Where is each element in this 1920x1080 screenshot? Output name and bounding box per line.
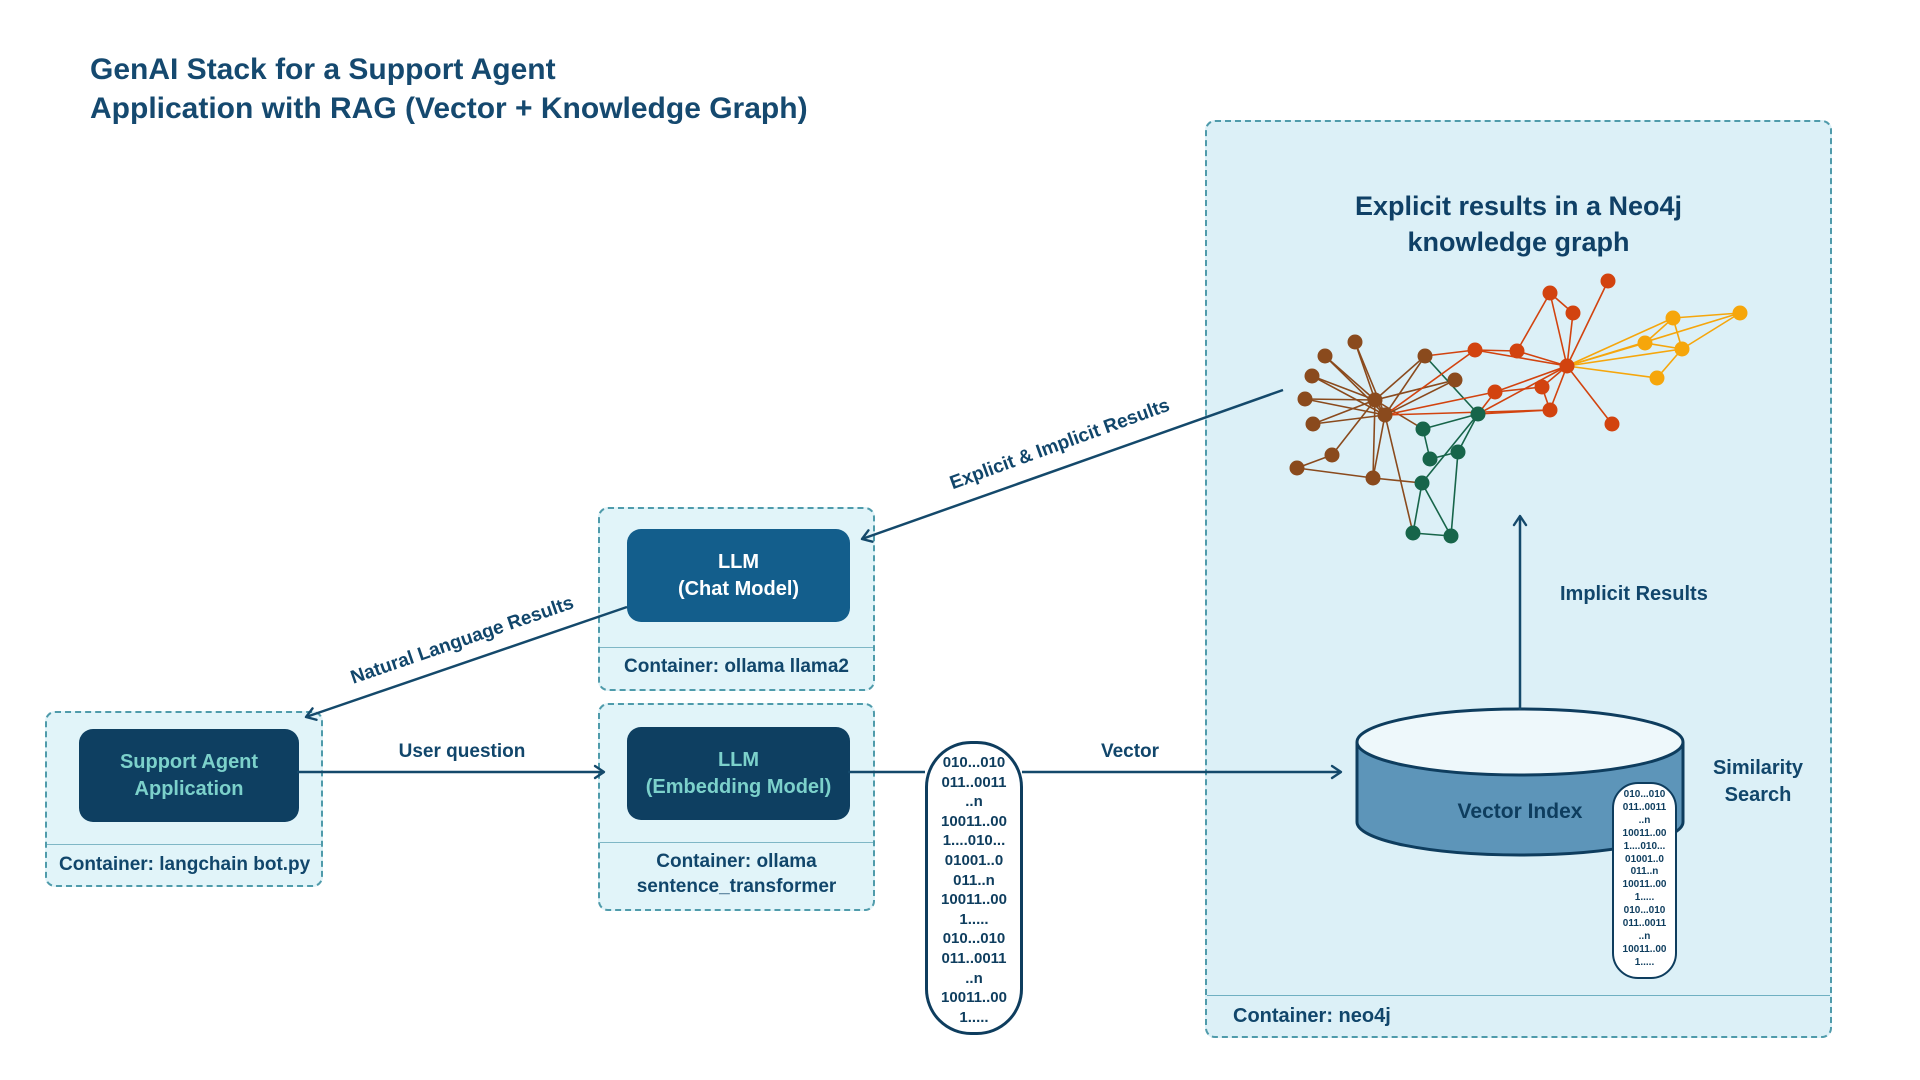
vector-binary-pill-small: 010...010 011..0011 ..n 10011..00 1....0… bbox=[1612, 782, 1677, 979]
container-neo4j-label: Container: neo4j bbox=[1233, 1005, 1391, 1027]
vector-label: Vector bbox=[1100, 741, 1160, 762]
explicit-implicit-results-label: Explicit & Implicit Results bbox=[947, 394, 1173, 495]
container-divider bbox=[47, 844, 321, 845]
user-question-label: User question bbox=[398, 741, 526, 762]
natural-language-results-arrow bbox=[304, 605, 628, 721]
container-divider bbox=[600, 842, 873, 843]
container-divider bbox=[1207, 995, 1830, 996]
container-langchain-label: Container: langchain bot.py bbox=[59, 854, 311, 875]
llm-embedding-model-box: LLM (Embedding Model) bbox=[627, 727, 850, 820]
container-sentence-transformer-label: Container: ollama sentence_transformer bbox=[636, 851, 837, 897]
page-title: GenAI Stack for a Support Agent Applicat… bbox=[90, 53, 808, 125]
llm-chat-model-box: LLM (Chat Model) bbox=[627, 529, 850, 622]
container-neo4j-panel: Explicit results in a Neo4j knowledge gr… bbox=[1205, 120, 1832, 1038]
implicit-results-label: Implicit Results bbox=[1560, 583, 1708, 605]
neo4j-panel-title: Explicit results in a Neo4j knowledge gr… bbox=[1354, 191, 1683, 257]
vector-index-label: Vector Index bbox=[1457, 800, 1583, 823]
container-sentence-transformer: LLM (Embedding Model) Container: ollama … bbox=[598, 703, 875, 911]
support-agent-application-box: Support Agent Application bbox=[79, 729, 299, 822]
container-ollama-llama2-label: Container: ollama llama2 bbox=[624, 656, 849, 677]
natural-language-results-label: Natural Language Results bbox=[348, 592, 577, 689]
container-langchain: Support Agent Application Container: lan… bbox=[45, 711, 323, 887]
container-ollama-llama2: LLM (Chat Model) Container: ollama llama… bbox=[598, 507, 875, 691]
container-divider bbox=[600, 647, 873, 648]
vector-binary-pill-large: 010...010 011..0011 ..n 10011..00 1....0… bbox=[925, 741, 1023, 1035]
similarity-search-label: Similarity Search bbox=[1712, 757, 1804, 806]
